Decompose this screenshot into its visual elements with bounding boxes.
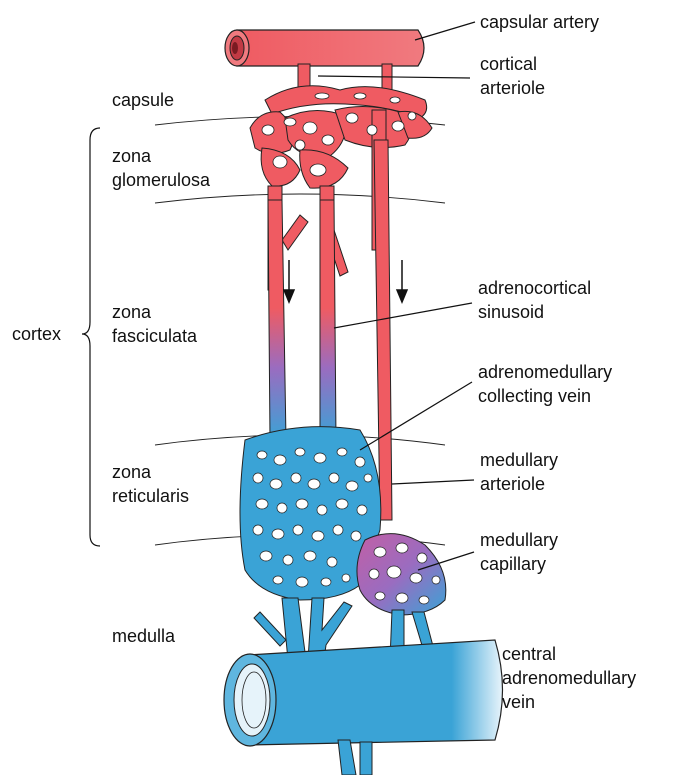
- label-zona-fasciculata-line1: zona: [112, 302, 152, 322]
- label-collecting-vein-line1: adrenomedullary: [478, 362, 612, 382]
- label-adrenocortical-sinusoid-line1: adrenocortical: [478, 278, 591, 298]
- label-central-vein-line3: vein: [502, 692, 535, 712]
- capsular-artery: [225, 30, 424, 66]
- label-medullary-capillary-line1: medullary: [480, 530, 558, 550]
- label-zona-fasciculata-line2: fasciculata: [112, 326, 198, 346]
- glomerulosa-boundary: [155, 194, 445, 203]
- central-adrenomedullary-vein: [224, 640, 503, 775]
- label-zona-reticularis-line2: reticularis: [112, 486, 189, 506]
- label-central-vein-line2: adrenomedullary: [502, 668, 636, 688]
- leader-collecting-vein: [360, 382, 472, 450]
- label-zona-glomerulosa-line2: glomerulosa: [112, 170, 211, 190]
- label-adrenocortical-sinusoid-line2: sinusoid: [478, 302, 544, 322]
- label-zona-glomerulosa-line1: zona: [112, 146, 152, 166]
- label-cortical-arteriole-line1: cortical: [480, 54, 537, 74]
- leader-capsular-artery: [415, 22, 475, 40]
- cortex-bracket: [82, 128, 100, 546]
- label-capsular-artery: capsular artery: [480, 12, 599, 32]
- label-collecting-vein-line2: collecting vein: [478, 386, 591, 406]
- label-medulla: medulla: [112, 626, 176, 646]
- leader-medullary-arteriole: [392, 480, 474, 484]
- leader-cortical-arteriole: [318, 76, 470, 78]
- label-medullary-capillary-line2: capillary: [480, 554, 546, 574]
- label-medullary-arteriole-line2: arteriole: [480, 474, 545, 494]
- label-central-vein-line1: central: [502, 644, 556, 664]
- leader-adrenocortical-sinusoid: [334, 303, 472, 328]
- medullary-capillary-network: [357, 534, 446, 615]
- adrenocortical-sinusoids: [268, 200, 336, 440]
- label-medullary-arteriole-line1: medullary: [480, 450, 558, 470]
- label-cortex: cortex: [12, 324, 61, 344]
- label-cortical-arteriole-line2: arteriole: [480, 78, 545, 98]
- label-zona-reticularis-line1: zona: [112, 462, 152, 482]
- label-capsule: capsule: [112, 90, 174, 110]
